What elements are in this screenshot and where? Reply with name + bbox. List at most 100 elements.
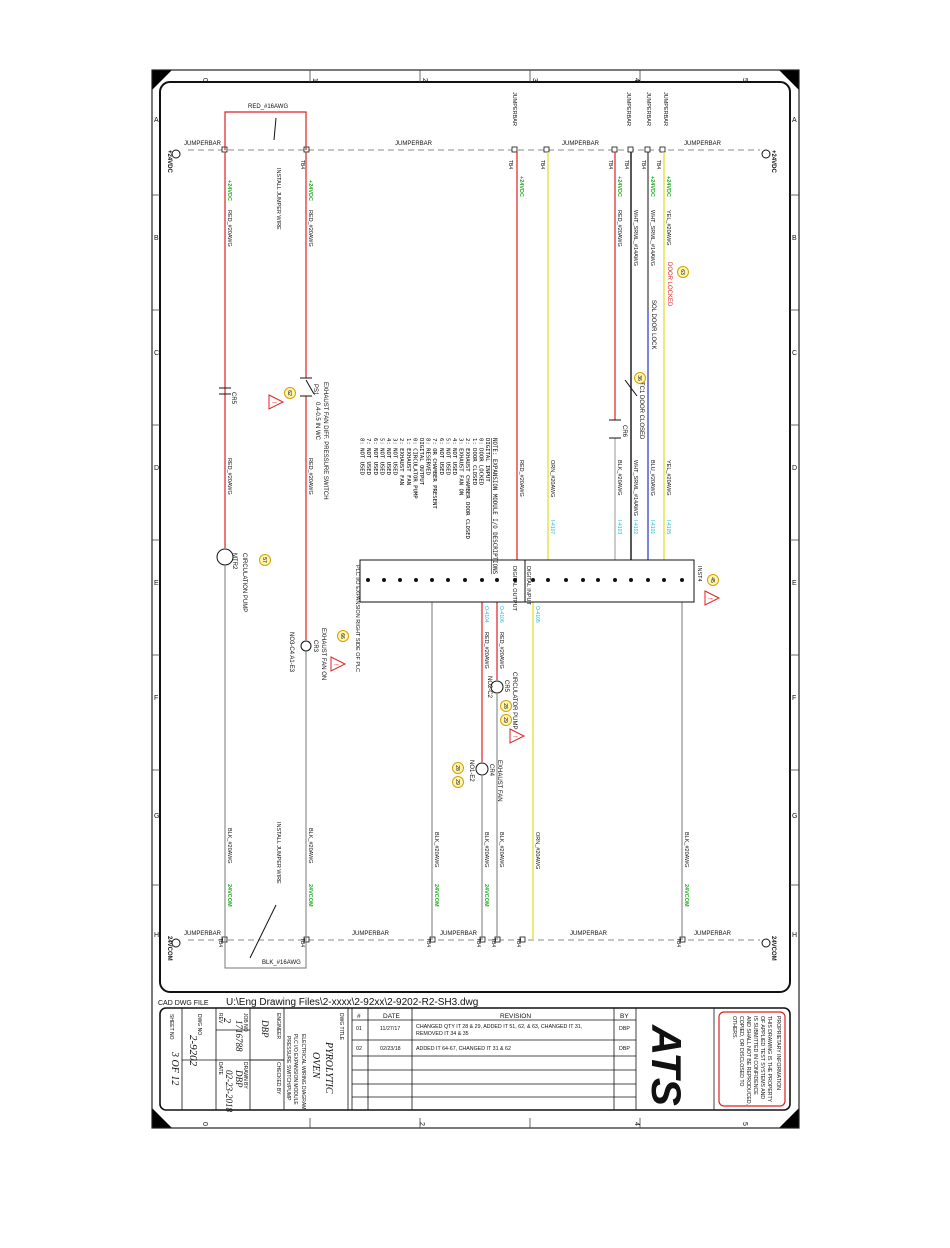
supply-terminal-icon <box>171 938 181 948</box>
job-label: JOB NO <box>242 1013 248 1032</box>
note-line: 6: NOT USED <box>372 438 378 476</box>
supply-label: +24VDC <box>770 150 776 174</box>
jumperbar-label: JUMPERBAR <box>694 931 732 937</box>
supply-label: 24VCOM <box>770 936 776 961</box>
row-label: D <box>792 465 797 472</box>
proprietary-heading: PROPRIETARY INFORMATION <box>775 1016 781 1090</box>
note-line: 7: NOT USED <box>365 438 371 476</box>
note-line: 3: NOT USED <box>392 438 398 476</box>
revision-num: 02 <box>356 1046 362 1052</box>
voltage-tag: 24VCOM <box>226 884 232 907</box>
note-line: 8: NOT USED <box>359 438 365 476</box>
component-label: NO3-C4 A1-E3 <box>288 632 294 673</box>
note-line: 8: RESERVED <box>425 438 431 476</box>
jumperbar-label: JUMPERBAR <box>184 931 222 937</box>
wire-label: BLK_#20AWG <box>433 832 439 868</box>
wire-label: BLK_#20AWG <box>498 832 504 868</box>
date-label: DATE <box>217 1062 223 1076</box>
terminal-tag: O-4105 <box>534 606 540 623</box>
note-line: 1: DOOR CLOSED <box>471 438 477 486</box>
proprietary-line: AND SHALL NOT BE REPRODUCED, <box>745 1016 751 1105</box>
warning-triangles: !!!! <box>268 394 721 744</box>
tb4-label: TB4 <box>515 938 521 947</box>
component-label: SOL DOOR LOCK <box>650 300 656 349</box>
item-balloon <box>452 762 464 774</box>
jumperbar-label: JUMPERBAR <box>395 141 433 147</box>
jumperbar-label: JUMPERBAR <box>352 931 390 937</box>
relay-coil-icon <box>300 640 312 652</box>
row-label: G <box>154 813 159 820</box>
col-label-bottom: 5 <box>741 1122 748 1126</box>
wire-label: WHT_SRML_#14AWG <box>632 460 638 516</box>
item-balloon-number: 66 <box>339 633 345 639</box>
outer-frame <box>151 69 800 1129</box>
row-label: A <box>154 117 159 124</box>
item-balloon <box>634 372 646 384</box>
component-labels: PS1 EXHAUST FAN DIFF. PRESSURE SWITCH 0.… <box>230 262 672 802</box>
title-sub-3: PRESSURE SWITCH/PUMP <box>285 1036 291 1101</box>
col-label-top: 0 <box>201 78 208 82</box>
note-title: NOTE: EXPANSION MODULE I/O DESCRIPTIONS <box>491 438 497 575</box>
component-label: CIRCULATOR PUMP <box>511 672 517 729</box>
supply-terminals <box>171 149 771 948</box>
logo-text: ATS <box>643 1024 690 1106</box>
leader-arrow <box>273 117 277 141</box>
jumperbar-label-vertical: JUMPERBAR <box>662 92 668 126</box>
wire-label: ORN_#20AWG <box>534 832 540 869</box>
wire-label: BLK_#20AWG <box>616 460 622 496</box>
row-label: F <box>154 695 158 702</box>
component-label: CR5 <box>503 680 509 693</box>
drawing-frame <box>159 81 791 993</box>
warning-icon <box>330 656 347 672</box>
plc-label: PLC I/O EXPANSION RIGHT SIDE OF PLC <box>354 565 360 672</box>
dwg-number: 2-9202 <box>187 1035 199 1067</box>
engineer-value: DBP <box>260 1019 270 1038</box>
supply-label: +24VDC <box>166 150 172 174</box>
component-label: EXHAUST FAN DIFF. PRESSURE SWITCH <box>322 382 328 500</box>
note-line: 2: EXHAUST FAN <box>398 438 404 485</box>
title-sub-2: PLC I/O EXPANSION MODULE <box>292 1034 298 1105</box>
revision-header: BY <box>620 1013 629 1020</box>
title-block-frame <box>159 1007 791 1111</box>
revision-header: DATE <box>383 1013 401 1020</box>
dwg-title-label: DWG TITLE <box>338 1013 344 1041</box>
item-balloon <box>284 387 296 399</box>
warning-mark: ! <box>332 664 338 666</box>
item-balloon <box>259 554 271 566</box>
plc-inst-label: INST4 <box>696 566 702 582</box>
warning-icon <box>268 394 285 410</box>
component-label: EXHAUST FAN <box>496 760 502 802</box>
revision-table: # DATE REVISION BY <box>357 1013 629 1020</box>
revision-num: 01 <box>356 1026 362 1032</box>
component-label: CIRCULATION PUMP <box>241 553 247 612</box>
terminal-tag: O-4106 <box>498 606 504 623</box>
jumperbars <box>188 149 760 941</box>
revision-text: ADDED IT 64-67, CHANGED IT 31 & 62 <box>416 1046 511 1052</box>
voltage-tag: +24VDC <box>226 180 232 201</box>
voltage-tag: +24VDC <box>649 176 655 197</box>
warning-icon <box>509 728 526 744</box>
revision-header: # <box>357 1013 361 1020</box>
component-label: MTR2 <box>231 553 237 570</box>
item-balloon-number: 29 <box>454 779 460 785</box>
corner-marks <box>151 69 800 1129</box>
wire-label: BLK_#20AWG <box>483 832 489 868</box>
voltage-tag: 24VCOM <box>307 884 313 907</box>
wire-label: RED_#20AWG <box>307 458 313 495</box>
jumperbar-labels: JUMPERBAR JUMPERBAR JUMPERBAR JUMPERBAR … <box>184 141 732 937</box>
tb4-label: TB4 <box>425 938 431 947</box>
wire-label: RED_#20AWG <box>616 210 622 247</box>
tb4-labels: TB4 TB4 TB4 TB4 TB4 TB4 TB4 TB4 TB4 TB4 … <box>217 160 681 947</box>
component-label: 0.4-0.5 IN WC <box>314 402 320 441</box>
proprietary-line: THIS DRAWING IS THE PROPERTY <box>766 1016 772 1103</box>
sheet-number: 3 OF 12 <box>169 1051 180 1085</box>
relay-contact-icon <box>609 419 621 439</box>
relay-coil-icon <box>475 762 489 776</box>
wire-label: WHT_SRML_#14AWG <box>632 210 638 266</box>
terminal-tag: I-4102 <box>632 520 638 534</box>
component-label: PS1 <box>312 384 318 396</box>
component-label: TC1 DOOR CLOSED <box>638 382 644 440</box>
item-balloon-number: 28 <box>454 765 460 771</box>
row-label: C <box>154 350 159 357</box>
